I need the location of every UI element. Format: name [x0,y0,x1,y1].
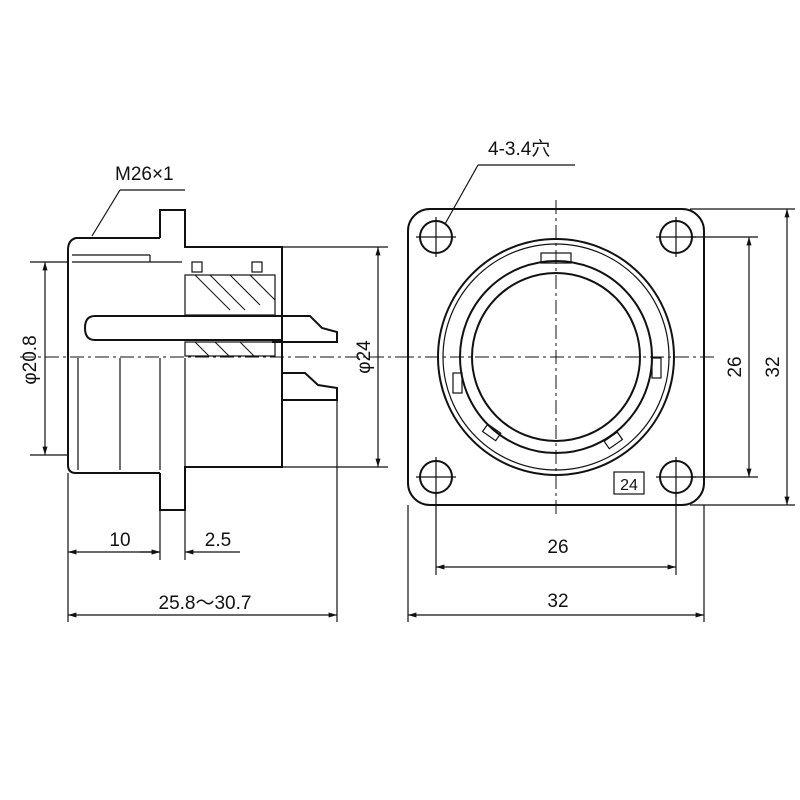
flange-diameter-label: φ24 [354,340,375,374]
rear-tab [282,372,338,401]
insert-bore [471,272,641,442]
inner-ring [459,260,653,454]
front-shell [67,237,160,474]
total-length-label: 25.8～30.7 [159,593,252,614]
front-view: 4-3.4穴 24 26 32 26 32 [400,138,795,622]
front-length-label: 10 [109,530,130,551]
size-horizontal-label: 32 [547,591,568,612]
shell-size-label: 24 [620,477,638,494]
outer-ring [437,238,675,476]
contact-pin [83,315,282,341]
holes-label: 4-3.4穴 [488,138,550,160]
flange [159,209,283,511]
pitch-vertical-label: 26 [725,356,746,377]
body-diameter-label: φ20.8 [20,335,41,384]
size-vertical-label: 32 [763,356,784,377]
flange-thickness-label: 2.5 [205,530,231,551]
pitch-horizontal-label: 26 [547,537,568,558]
side-view: M26×1 φ20.8 φ24 10 2.5 25.8～30.7 [20,164,400,622]
thread-label: M26×1 [115,164,174,185]
solder-cup [270,315,338,343]
